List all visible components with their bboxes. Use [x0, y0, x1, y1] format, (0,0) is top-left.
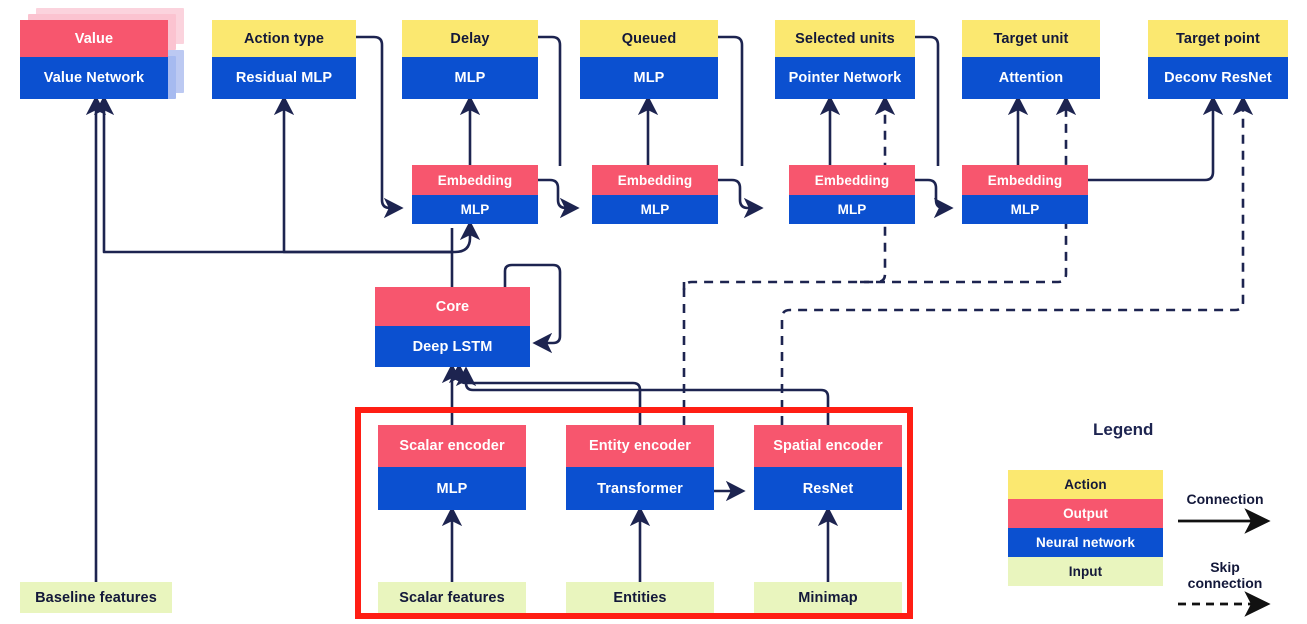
output-head-value-bottom: Value Network: [20, 57, 168, 99]
encoder-spatial[interactable]: Spatial encoder ResNet: [754, 425, 902, 510]
core-block[interactable]: Core Deep LSTM: [375, 287, 530, 367]
output-head-delay-bottom: MLP: [402, 57, 538, 99]
output-head-value[interactable]: Value Value Network: [20, 8, 184, 99]
legend-swatch-neural-network: Neural network: [1008, 528, 1163, 557]
embedding-block-1-bottom: MLP: [412, 195, 538, 224]
embedding-block-2-bottom: MLP: [592, 195, 718, 224]
wire-embedding-2-to-embedding-3: [718, 178, 764, 219]
embedding-block-4[interactable]: Embedding MLP: [962, 165, 1088, 224]
encoder-scalar-bottom: MLP: [378, 467, 526, 510]
embedding-block-1[interactable]: Embedding MLP: [412, 165, 538, 224]
output-head-queued-top: Queued: [580, 20, 718, 57]
skip-spatial-encoder-to-target-point: [780, 95, 1254, 425]
input-minimap[interactable]: Minimap: [754, 582, 902, 613]
output-head-action-type-bottom: Residual MLP: [212, 57, 356, 99]
wire-embedding-1-to-embedding-2: [538, 178, 580, 219]
wire-delay-to-embedding-2-trunk: [538, 35, 562, 166]
output-head-action-type[interactable]: Action type Residual MLP: [212, 20, 356, 99]
output-head-target-unit-bottom: Attention: [962, 57, 1100, 99]
output-head-value-top: Value: [20, 20, 168, 57]
legend-swatch-output: Output: [1008, 499, 1163, 528]
wire-embedding-3-to-embedding-4: [915, 178, 954, 219]
output-head-target-point-bottom: Deconv ResNet: [1148, 57, 1288, 99]
encoder-entity[interactable]: Entity encoder Transformer: [566, 425, 714, 510]
output-head-delay-top: Delay: [402, 20, 538, 57]
encoder-entity-top: Entity encoder: [566, 425, 714, 467]
output-head-selected-units-top: Selected units: [775, 20, 915, 57]
embedding-block-1-top: Embedding: [412, 165, 538, 195]
legend-title: Legend: [1093, 420, 1154, 439]
encoder-highlight-box: [355, 407, 913, 619]
output-head-selected-units[interactable]: Selected units Pointer Network: [775, 20, 915, 99]
encoder-scalar[interactable]: Scalar encoder MLP: [378, 425, 526, 510]
output-head-delay[interactable]: Delay MLP: [402, 20, 538, 99]
legend-connection-label: Connection: [1186, 491, 1264, 507]
skip-entity-encoder-to-selected-units: [682, 95, 896, 425]
embedding-block-2[interactable]: Embedding MLP: [592, 165, 718, 224]
embedding-block-3[interactable]: Embedding MLP: [789, 165, 915, 224]
wire-core-to-value-network: [93, 95, 452, 254]
input-baseline-features[interactable]: Baseline features: [20, 582, 172, 613]
encoder-entity-bottom: Transformer: [566, 467, 714, 510]
embedding-block-4-bottom: MLP: [962, 195, 1088, 224]
embedding-block-4-top: Embedding: [962, 165, 1088, 195]
output-head-action-type-top: Action type: [212, 20, 356, 57]
wire-action-type-to-embedding-1: [356, 35, 404, 219]
embedding-block-2-top: Embedding: [592, 165, 718, 195]
output-head-selected-units-bottom: Pointer Network: [775, 57, 915, 99]
wire-core-to-embedding-1: [430, 220, 481, 254]
legend-swatch-action: Action: [1008, 470, 1163, 499]
core-block-top: Core: [375, 287, 530, 326]
encoder-spatial-bottom: ResNet: [754, 467, 902, 510]
wire-selected-units-to-embedding-4-trunk: [915, 35, 940, 166]
legend-swatch-stack: Action Output Neural network Input: [1008, 470, 1163, 586]
output-head-queued-bottom: MLP: [580, 57, 718, 99]
output-head-target-point-top: Target point: [1148, 20, 1288, 57]
legend-swatch-input: Input: [1008, 557, 1163, 586]
core-block-bottom: Deep LSTM: [375, 326, 530, 367]
output-head-target-point[interactable]: Target point Deconv ResNet: [1148, 20, 1288, 99]
input-entities[interactable]: Entities: [566, 582, 714, 613]
embedding-block-3-bottom: MLP: [789, 195, 915, 224]
output-head-queued[interactable]: Queued MLP: [580, 20, 718, 99]
wire-embedding-4-to-target-point: [1088, 95, 1224, 182]
encoder-spatial-top: Spatial encoder: [754, 425, 902, 467]
legend-skip-label: Skip connection: [1187, 559, 1263, 591]
wire-queued-to-embedding-3-trunk: [718, 35, 744, 166]
encoder-scalar-top: Scalar encoder: [378, 425, 526, 467]
embedding-block-3-top: Embedding: [789, 165, 915, 195]
input-scalar-features[interactable]: Scalar features: [378, 582, 526, 613]
output-head-target-unit-top: Target unit: [962, 20, 1100, 57]
output-head-target-unit[interactable]: Target unit Attention: [962, 20, 1100, 99]
